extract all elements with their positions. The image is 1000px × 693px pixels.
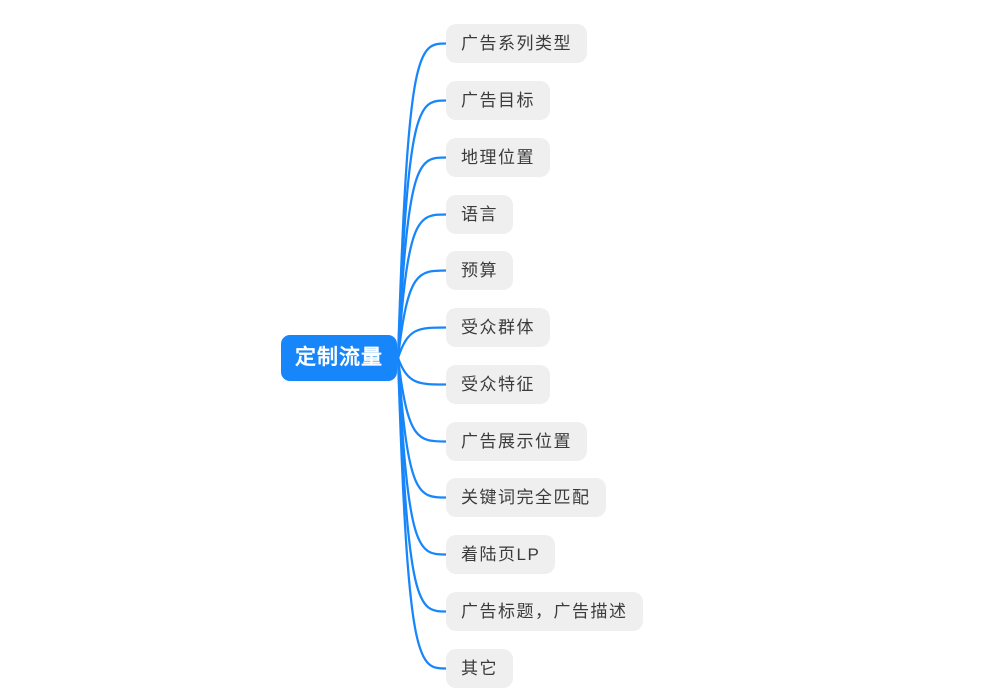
connector-line xyxy=(396,356,449,613)
connector-line xyxy=(396,269,449,360)
connector-line xyxy=(396,326,449,360)
mindmap-node-budget[interactable]: 预算 xyxy=(446,251,513,290)
mindmap-node-keyword-exact-match[interactable]: 关键词完全匹配 xyxy=(446,478,606,517)
mindmap-node-ad-placement[interactable]: 广告展示位置 xyxy=(446,422,587,461)
mindmap-root-node[interactable]: 定制流量 xyxy=(281,335,397,381)
connector-line xyxy=(396,356,449,443)
mindmap-node-other[interactable]: 其它 xyxy=(446,649,513,688)
mindmap-node-campaign-type[interactable]: 广告系列类型 xyxy=(446,24,587,63)
connector-line xyxy=(396,356,449,670)
connector-line xyxy=(396,42,449,360)
connector-line xyxy=(396,156,449,360)
mindmap-node-audience-group[interactable]: 受众群体 xyxy=(446,308,550,347)
connector-line xyxy=(396,356,449,386)
mindmap-node-landing-page[interactable]: 着陆页LP xyxy=(446,535,556,574)
mindmap-node-ad-goal[interactable]: 广告目标 xyxy=(446,81,550,120)
connector-line xyxy=(396,99,449,360)
mindmap-node-audience-traits[interactable]: 受众特征 xyxy=(446,365,550,404)
mindmap-node-geo-location[interactable]: 地理位置 xyxy=(446,138,550,177)
connector-line xyxy=(396,213,449,360)
connector-line xyxy=(396,356,449,556)
mindmap-node-ad-title-description[interactable]: 广告标题，广告描述 xyxy=(446,592,643,631)
mindmap-node-language[interactable]: 语言 xyxy=(446,195,513,234)
connector-line xyxy=(396,356,449,499)
